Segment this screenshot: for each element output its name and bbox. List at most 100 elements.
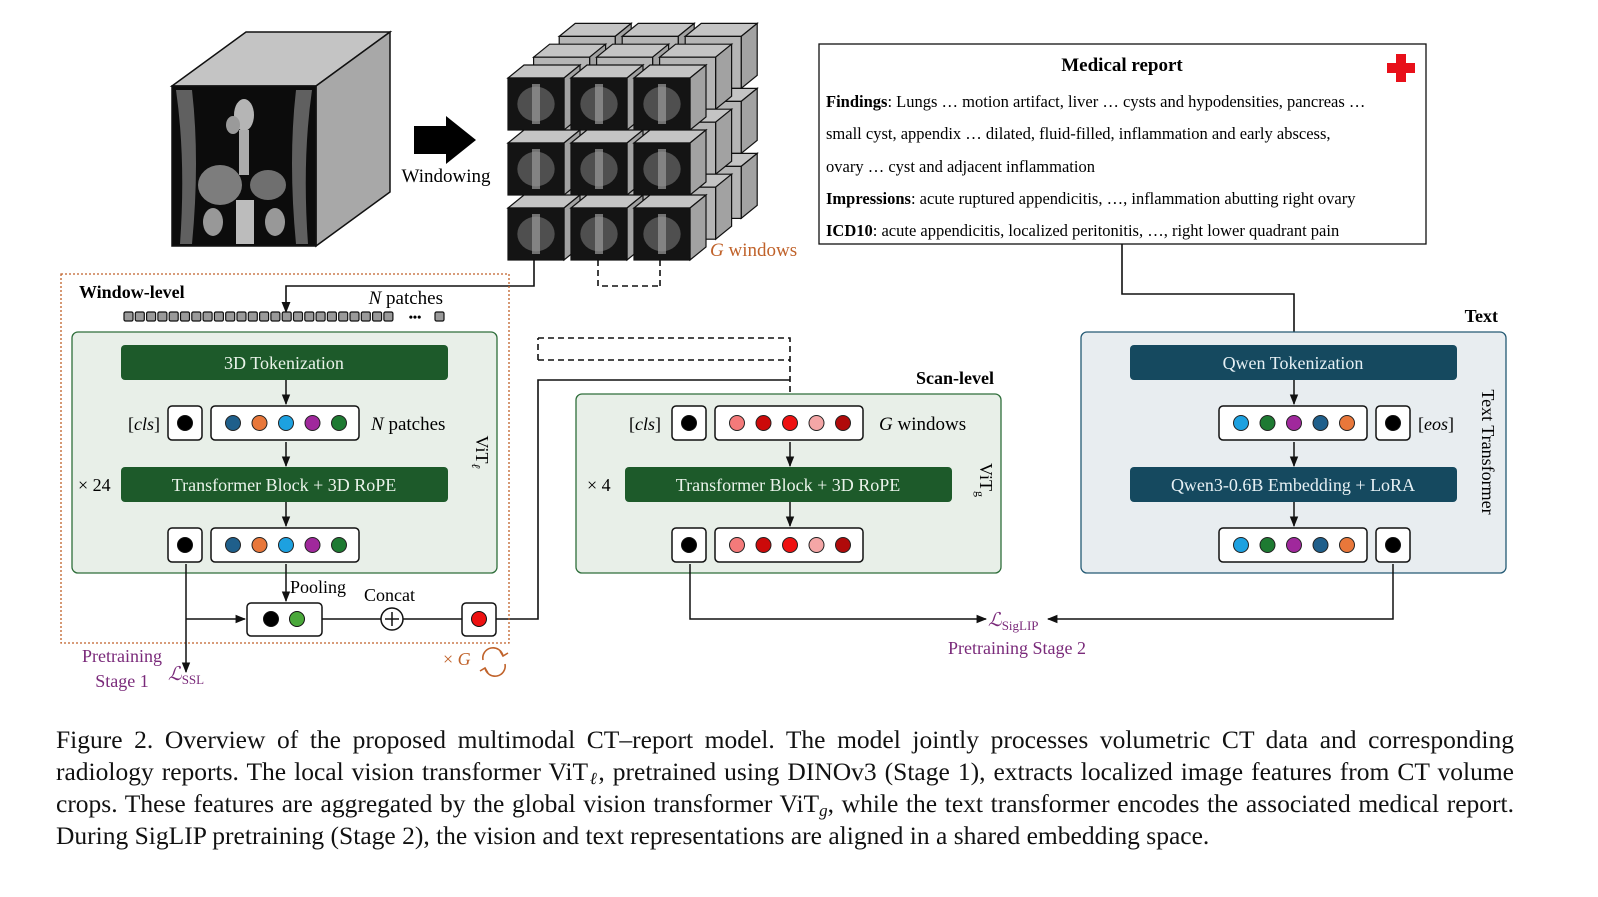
patch-cube — [191, 311, 202, 322]
ssl-loss-label: ℒSSL — [168, 664, 204, 687]
patch-cube — [372, 311, 383, 322]
architecture-diagram: Windowing G windows Medical report Findi… — [60, 22, 1507, 691]
patch-cube — [338, 311, 349, 322]
windowed-volume-grid — [506, 22, 759, 262]
window-input-token — [251, 415, 268, 431]
text-tokens-output — [1218, 527, 1411, 563]
text-section-title: Text — [1465, 306, 1498, 326]
window-output-token — [304, 537, 321, 553]
scan-tokens-output — [671, 527, 864, 563]
qwen-tokenization-block — [1130, 345, 1457, 380]
text-input-token — [1339, 415, 1355, 431]
n-patches-top-label: N patches — [368, 288, 443, 309]
3d-tokenization-block — [121, 345, 448, 380]
caption-sub1: ℓ — [588, 769, 599, 788]
scan-input-token — [835, 415, 851, 431]
cls-label-window: [cls] — [128, 414, 160, 434]
text-output-token — [1259, 537, 1276, 553]
text-input-token — [1312, 415, 1329, 431]
report-findings-line2: small cyst, appendix … dilated, fluid-fi… — [826, 124, 1331, 143]
report-icd10: ICD10: acute appendicitis, localized per… — [826, 221, 1339, 240]
figure-caption: Figure 2. Overview of the proposed multi… — [56, 724, 1514, 852]
concat-label: Concat — [364, 585, 415, 605]
patch-cube — [236, 311, 247, 322]
vit-local-panel — [71, 331, 498, 574]
text-input-token — [1286, 415, 1302, 431]
patch-cube — [315, 311, 326, 322]
text-output-token — [1312, 537, 1329, 553]
pooling-label: Pooling — [290, 577, 346, 597]
patch-cube — [383, 311, 394, 322]
patch-cube — [202, 311, 213, 322]
concat-plus-icon — [380, 607, 404, 631]
qwen-tokenization-label: Qwen Tokenization — [1223, 353, 1364, 373]
window-tokens-output — [167, 527, 360, 563]
patch-cube — [123, 311, 134, 322]
scan-output-token — [782, 537, 798, 553]
pretraining-stage1-line1: Pretraining — [82, 646, 162, 666]
scan-output-cls-token — [681, 537, 697, 553]
pooled-patch-token — [289, 611, 305, 627]
scan-input-token — [755, 415, 772, 431]
pretraining-stage2-label: Pretraining Stage 2 — [948, 638, 1086, 658]
window-token — [471, 611, 487, 627]
scan-tokens-input — [671, 405, 864, 441]
qwen-embedding-block — [1130, 467, 1457, 502]
scan-output-token — [755, 537, 772, 553]
siglip-connectors — [689, 564, 1394, 624]
patch-cube — [304, 311, 315, 322]
times-g-label: × G — [443, 649, 471, 669]
text-input-token — [1233, 415, 1249, 431]
patch-sequence — [123, 311, 445, 322]
window-tokens-input — [167, 405, 360, 441]
patch-cube — [259, 311, 270, 322]
eos-label: [eos] — [1418, 414, 1454, 434]
window-input-token — [331, 415, 347, 431]
qwen-embedding-label: Qwen3-0.6B Embedding + LoRA — [1171, 475, 1415, 495]
window-output-token — [251, 537, 268, 553]
windowing-label: Windowing — [402, 166, 491, 187]
text-input-cls-token — [1385, 415, 1401, 431]
medical-report-title: Medical report — [1061, 55, 1183, 76]
scan-input-token — [808, 415, 825, 431]
n-patches-label: N patches — [370, 414, 445, 435]
pooled-token-box — [246, 602, 323, 637]
window-input-token — [225, 415, 241, 431]
red-cross-icon — [1387, 54, 1415, 82]
caption-sub2: g — [819, 801, 828, 820]
text-transformer-side-label: Text Transformer — [1478, 389, 1498, 514]
window-level-dotted-frame — [60, 273, 510, 644]
patch-cube — [349, 311, 360, 322]
patch-cube — [146, 311, 157, 322]
window-output-cls-token — [177, 537, 193, 553]
transformer-block-scan — [625, 467, 952, 502]
text-output-token — [1233, 537, 1249, 553]
scan-input-token — [729, 415, 745, 431]
report-findings-line3: ovary … cyst and adjacent inflammation — [826, 157, 1095, 176]
patch-cube — [179, 311, 191, 322]
window-input-token — [278, 415, 294, 431]
scan-input-cls-token — [681, 415, 697, 431]
patch-cube — [270, 311, 281, 322]
pooling-connectors — [181, 564, 462, 674]
vit-global-label: ViTg — [973, 463, 996, 497]
report-findings-line1: Findings: Lungs … motion artifact, liver… — [826, 92, 1365, 111]
caption-part1: Figure 2. Overview of the proposed multi… — [56, 725, 1514, 786]
ct-volume-cube — [169, 30, 393, 248]
transformer-block-window-label: Transformer Block + 3D RoPE — [172, 475, 396, 495]
patch-cube — [157, 311, 168, 322]
window-input-cls-token — [177, 415, 193, 431]
window-level-title: Window-level — [79, 282, 185, 302]
caption-part3: , while the text transformer encodes the… — [56, 789, 1514, 850]
patch-cube-last — [434, 311, 445, 322]
pretraining-stage1-line2: Stage 1 — [95, 671, 149, 691]
repeat-4-label: × 4 — [587, 475, 611, 495]
patch-ellipsis: ••• — [409, 310, 422, 324]
patch-cube — [247, 311, 258, 322]
pooled-cls-token — [263, 611, 279, 627]
caption-part2: , pretrained using DINOv3 (Stage 1), ext… — [56, 757, 1514, 818]
window-input-token — [304, 415, 321, 431]
report-impressions: Impressions: acute ruptured appendicitis… — [826, 189, 1356, 208]
text-output-token — [1339, 537, 1355, 553]
scan-output-token — [835, 537, 851, 553]
